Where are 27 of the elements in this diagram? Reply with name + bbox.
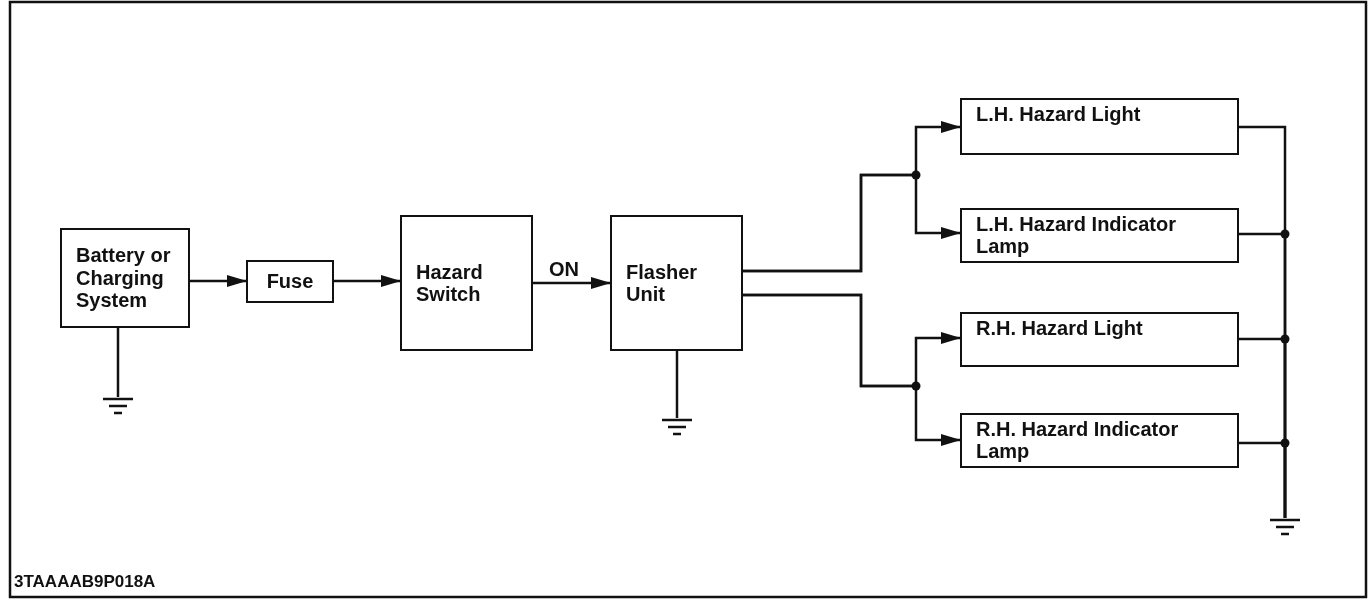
component-box (960, 98, 1239, 155)
component-box (610, 215, 743, 351)
wire-arrow (190, 275, 247, 287)
wire-arrow (334, 275, 401, 287)
ground-symbol (1270, 518, 1300, 536)
component-box (60, 228, 190, 328)
wire-arrow (743, 173, 961, 273)
wire-arrow (533, 277, 611, 289)
component-box (960, 208, 1239, 263)
component-label: R.H. Hazard Indicator Lamp (976, 418, 1180, 463)
component-box (400, 215, 533, 351)
component-label: L.H. Hazard Light (976, 103, 1141, 126)
wire (116, 328, 120, 397)
component-label: R.H. Hazard Light (976, 317, 1143, 340)
component-box (960, 413, 1239, 468)
wire-arrow (743, 293, 961, 446)
component-box (960, 312, 1239, 367)
component-label: L.H. Hazard Indicator Lamp (976, 213, 1178, 258)
component-label: Flasher Unit (626, 260, 699, 306)
wire (675, 351, 679, 418)
component-label: Battery or Charging System (76, 244, 172, 312)
component-label: Hazard Switch (416, 260, 484, 306)
ground-symbol (103, 397, 133, 415)
component-label: Fuse (266, 270, 314, 293)
ground-symbol (662, 418, 692, 436)
wire (1239, 441, 1287, 518)
component-box (246, 260, 334, 303)
